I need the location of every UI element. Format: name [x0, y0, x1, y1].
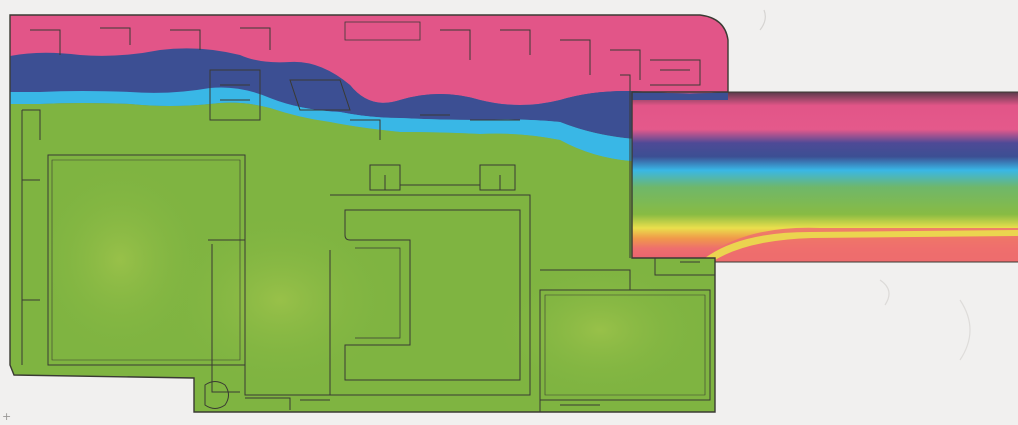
center-chamber: [330, 194, 531, 396]
bottom-drain-profile: [193, 380, 330, 413]
upper-flanges: [30, 27, 271, 55]
svg-text:+: +: [2, 410, 11, 423]
thermal-break-strips: [209, 69, 351, 121]
right-lower-chamber: [539, 289, 711, 401]
sill-extension-plate: [630, 91, 1018, 263]
profile-chamber-outlines: [21, 21, 715, 413]
left-outer-wall: [21, 109, 41, 365]
sash-chamber: [208, 239, 331, 396]
glazing-beads: [369, 164, 516, 191]
